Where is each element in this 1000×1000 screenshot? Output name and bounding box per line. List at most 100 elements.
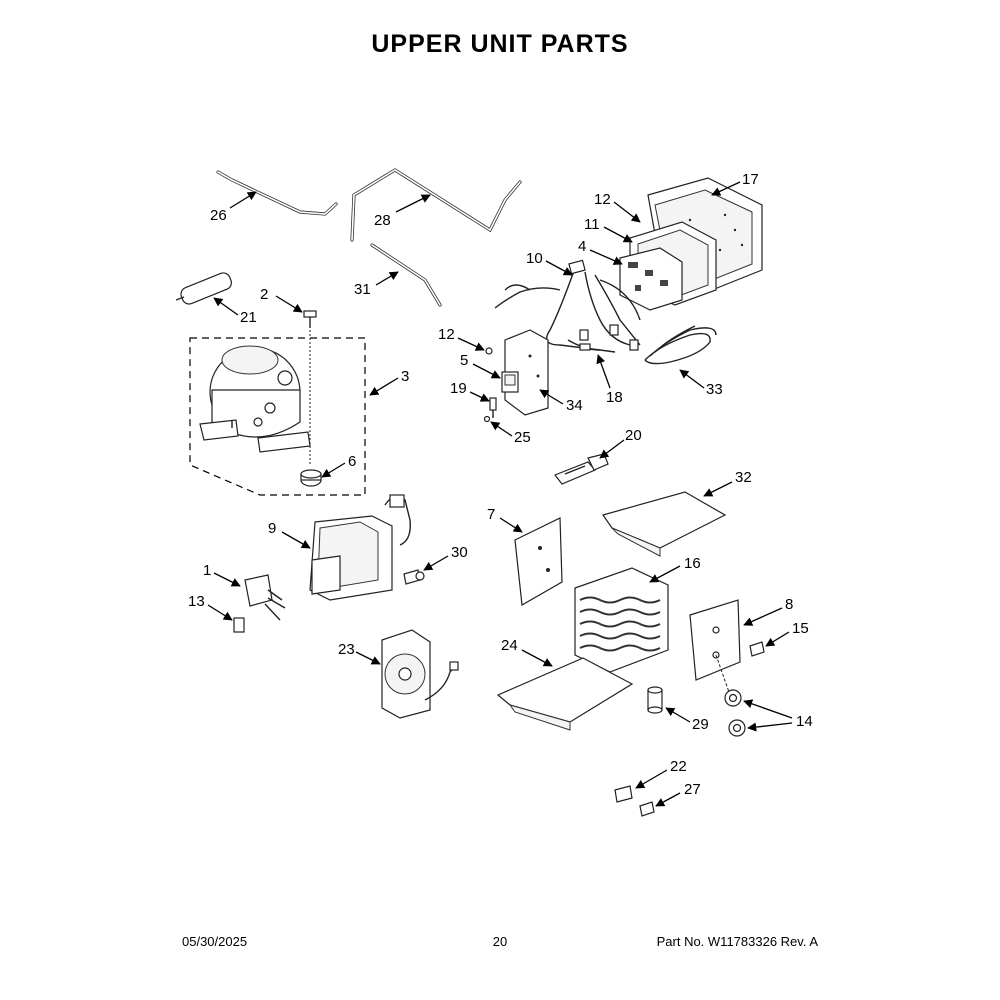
part-8-panel — [689, 599, 741, 696]
callout-18: 18 — [596, 354, 623, 406]
svg-text:18: 18 — [606, 389, 623, 406]
callout-12-top: 12 — [594, 191, 641, 223]
callout-29: 29 — [665, 707, 709, 733]
callout-20: 20 — [599, 427, 642, 459]
callout-17: 17 — [711, 171, 759, 196]
part-4-control-board — [619, 247, 683, 311]
svg-text:12: 12 — [438, 326, 455, 343]
svg-text:21: 21 — [240, 309, 257, 326]
part-7-bracket — [514, 517, 563, 606]
svg-text:11: 11 — [584, 216, 600, 233]
part-23-fan-assembly — [381, 629, 459, 719]
part-28-tube — [350, 168, 522, 242]
callout-24: 24 — [501, 637, 553, 667]
svg-text:24: 24 — [501, 637, 518, 654]
callout-13: 13 — [188, 593, 233, 621]
part-33-heater — [644, 325, 717, 365]
callout-9: 9 — [268, 520, 311, 549]
svg-text:27: 27 — [684, 781, 701, 798]
callout-11: 11 — [584, 216, 633, 243]
part-5-relay — [501, 371, 519, 393]
part-31-tube — [370, 243, 442, 307]
part-22-clip — [614, 785, 633, 803]
callout-33: 33 — [679, 369, 723, 398]
svg-text:3: 3 — [401, 368, 409, 385]
part-13-clip — [233, 617, 245, 633]
svg-text:32: 32 — [735, 469, 752, 486]
part-24-tray — [496, 657, 634, 731]
callout-34: 34 — [539, 389, 583, 414]
part-9-fan-housing — [309, 494, 411, 601]
callout-12-mid: 12 — [438, 326, 485, 351]
callout-3: 3 — [369, 368, 409, 396]
part-15-screw — [749, 641, 765, 657]
svg-text:19: 19 — [450, 380, 467, 397]
callout-1: 1 — [203, 562, 241, 587]
svg-text:9: 9 — [268, 520, 276, 537]
callout-15: 15 — [765, 620, 809, 647]
callout-31: 31 — [354, 271, 399, 298]
callout-14: 14 — [743, 699, 813, 732]
callout-4: 4 — [578, 238, 623, 265]
svg-text:5: 5 — [460, 352, 468, 369]
page-title: UPPER UNIT PARTS — [371, 30, 629, 58]
callout-16: 16 — [649, 555, 701, 583]
svg-text:2: 2 — [260, 286, 268, 303]
part-26-tube — [216, 170, 338, 216]
callout-26: 26 — [210, 191, 257, 224]
callout-7: 7 — [487, 506, 523, 533]
svg-text:29: 29 — [692, 716, 709, 733]
callout-21: 21 — [213, 297, 257, 326]
svg-text:1: 1 — [203, 562, 211, 579]
callout-28: 28 — [374, 194, 431, 229]
svg-text:12: 12 — [594, 191, 611, 208]
svg-text:30: 30 — [451, 544, 468, 561]
part-21-drier — [175, 272, 232, 305]
callout-8: 8 — [743, 596, 793, 626]
part-19-sensor — [489, 397, 497, 418]
part-14-grommets — [724, 689, 746, 737]
footer-page-number: 20 — [492, 934, 508, 949]
callout-10: 10 — [526, 250, 573, 276]
callout-6: 6 — [321, 453, 356, 478]
part-10-wire-harness — [494, 259, 641, 351]
callout-2: 2 — [260, 286, 303, 313]
svg-text:15: 15 — [792, 620, 809, 637]
svg-text:7: 7 — [487, 506, 495, 523]
part-20-strap — [554, 453, 609, 485]
part-2-screw — [303, 310, 317, 328]
svg-text:17: 17 — [742, 171, 759, 188]
part-27-screw — [639, 801, 655, 817]
svg-text:16: 16 — [684, 555, 701, 572]
part-34-bracket — [504, 329, 549, 416]
svg-text:10: 10 — [526, 250, 543, 267]
svg-text:26: 26 — [210, 207, 227, 224]
callout-27: 27 — [655, 781, 701, 807]
callout-30: 30 — [423, 544, 468, 571]
part-30-screw — [403, 569, 425, 585]
part-18-wire — [567, 339, 616, 353]
svg-text:33: 33 — [706, 381, 723, 398]
part-16-evaporator — [574, 567, 669, 673]
svg-text:4: 4 — [578, 238, 586, 255]
part-12-screw — [485, 347, 493, 355]
svg-text:31: 31 — [354, 281, 371, 298]
callout-19: 19 — [450, 380, 490, 402]
part-29-cylinder — [647, 686, 663, 714]
footer-date: 05/30/2025 — [182, 934, 248, 949]
part-1-start-device — [244, 574, 286, 621]
callout-23: 23 — [338, 641, 381, 665]
svg-text:23: 23 — [338, 641, 355, 658]
part-25-screw — [483, 415, 491, 423]
svg-text:25: 25 — [514, 429, 531, 446]
callout-25: 25 — [490, 421, 531, 446]
callout-32: 32 — [703, 469, 752, 497]
svg-text:20: 20 — [625, 427, 642, 444]
part-32-cover — [602, 491, 727, 557]
svg-text:14: 14 — [796, 713, 813, 730]
svg-text:22: 22 — [670, 758, 687, 775]
svg-text:28: 28 — [374, 212, 391, 229]
footer-part-number: Part No. W11783326 Rev. A — [656, 934, 818, 949]
svg-text:8: 8 — [785, 596, 793, 613]
